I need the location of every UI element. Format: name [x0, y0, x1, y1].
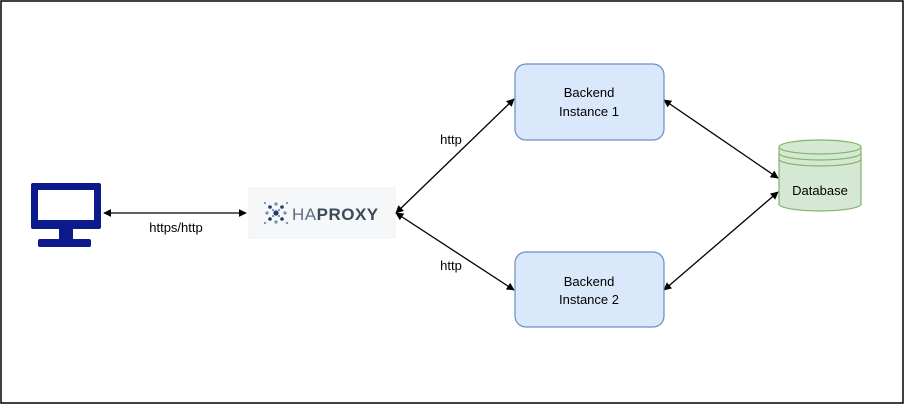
edge-proxy-backend-1 [395, 98, 515, 214]
edge-label-proxy-backend-1: http [440, 132, 462, 147]
desktop-monitor-icon [31, 183, 101, 247]
edge-label-client-proxy: https/http [149, 220, 202, 235]
backend-2-label-line2: Instance 2 [559, 292, 619, 307]
database-cylinder-icon [778, 139, 862, 212]
backend-instance-2-node: Backend Instance 2 [514, 251, 665, 328]
edge-backend-2-database [663, 191, 779, 291]
haproxy-logo-icon [263, 201, 289, 225]
edge-proxy-backend-2 [395, 212, 515, 291]
haproxy-logo-text: HAPROXY [292, 205, 379, 224]
edge-backend-1-database [663, 99, 779, 179]
backend-2-label-line1: Backend [564, 274, 615, 289]
backend-1-label-line2: Instance 1 [559, 104, 619, 119]
backend-instance-1-node: Backend Instance 1 [514, 63, 665, 141]
database-label: Database [792, 183, 848, 198]
backend-1-label-line1: Backend [564, 85, 615, 100]
haproxy-node: HAPROXY [248, 187, 396, 239]
edge-label-proxy-backend-2: http [440, 258, 462, 273]
